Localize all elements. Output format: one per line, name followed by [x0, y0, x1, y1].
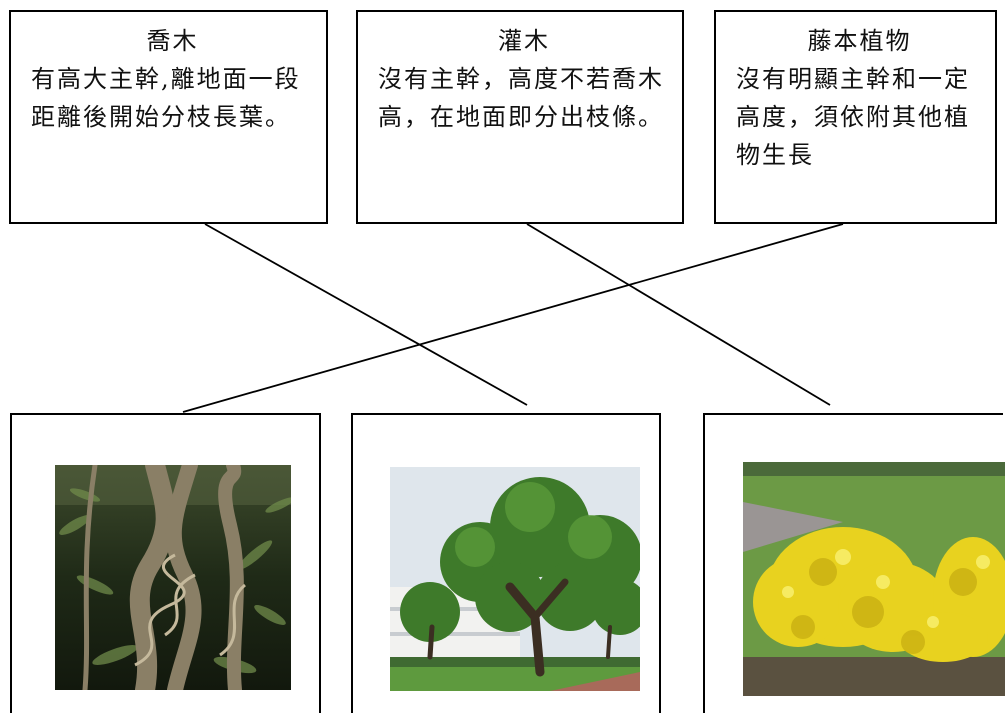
- definition-title-vine: 藤本植物: [807, 27, 912, 55]
- connector-vine: [182, 223, 844, 413]
- definition-box-shrub: 灌木 沒有主幹，高度不若喬木高，在地面即分出枝條。: [356, 10, 684, 224]
- definition-text-vine: 沒有明顯主幹和一定高度，須依附其他植物生長: [736, 65, 970, 169]
- definition-box-vine: 藤本植物 沒有明顯主幹和一定高度，須依附其他植物生長: [714, 10, 997, 224]
- picture-box-tree: [351, 413, 661, 713]
- picture-box-vine: [10, 413, 321, 713]
- connector-tree: [204, 223, 528, 406]
- definition-title-tree: 喬木: [146, 27, 199, 55]
- shrub-photo: [743, 462, 1005, 696]
- definition-text-shrub: 沒有主幹，高度不若喬木高，在地面即分出枝條。: [378, 65, 664, 131]
- connector-shrub: [526, 223, 831, 406]
- tree-photo: [390, 467, 640, 691]
- vine-photo: [55, 465, 291, 690]
- picture-box-shrub: [703, 413, 1005, 713]
- definition-text-tree: 有高大主幹,離地面一段距離後開始分枝長葉。: [31, 65, 301, 131]
- definition-title-shrub: 灌木: [498, 27, 550, 55]
- definition-box-tree: 喬木 有高大主幹,離地面一段距離後開始分枝長葉。: [9, 10, 328, 224]
